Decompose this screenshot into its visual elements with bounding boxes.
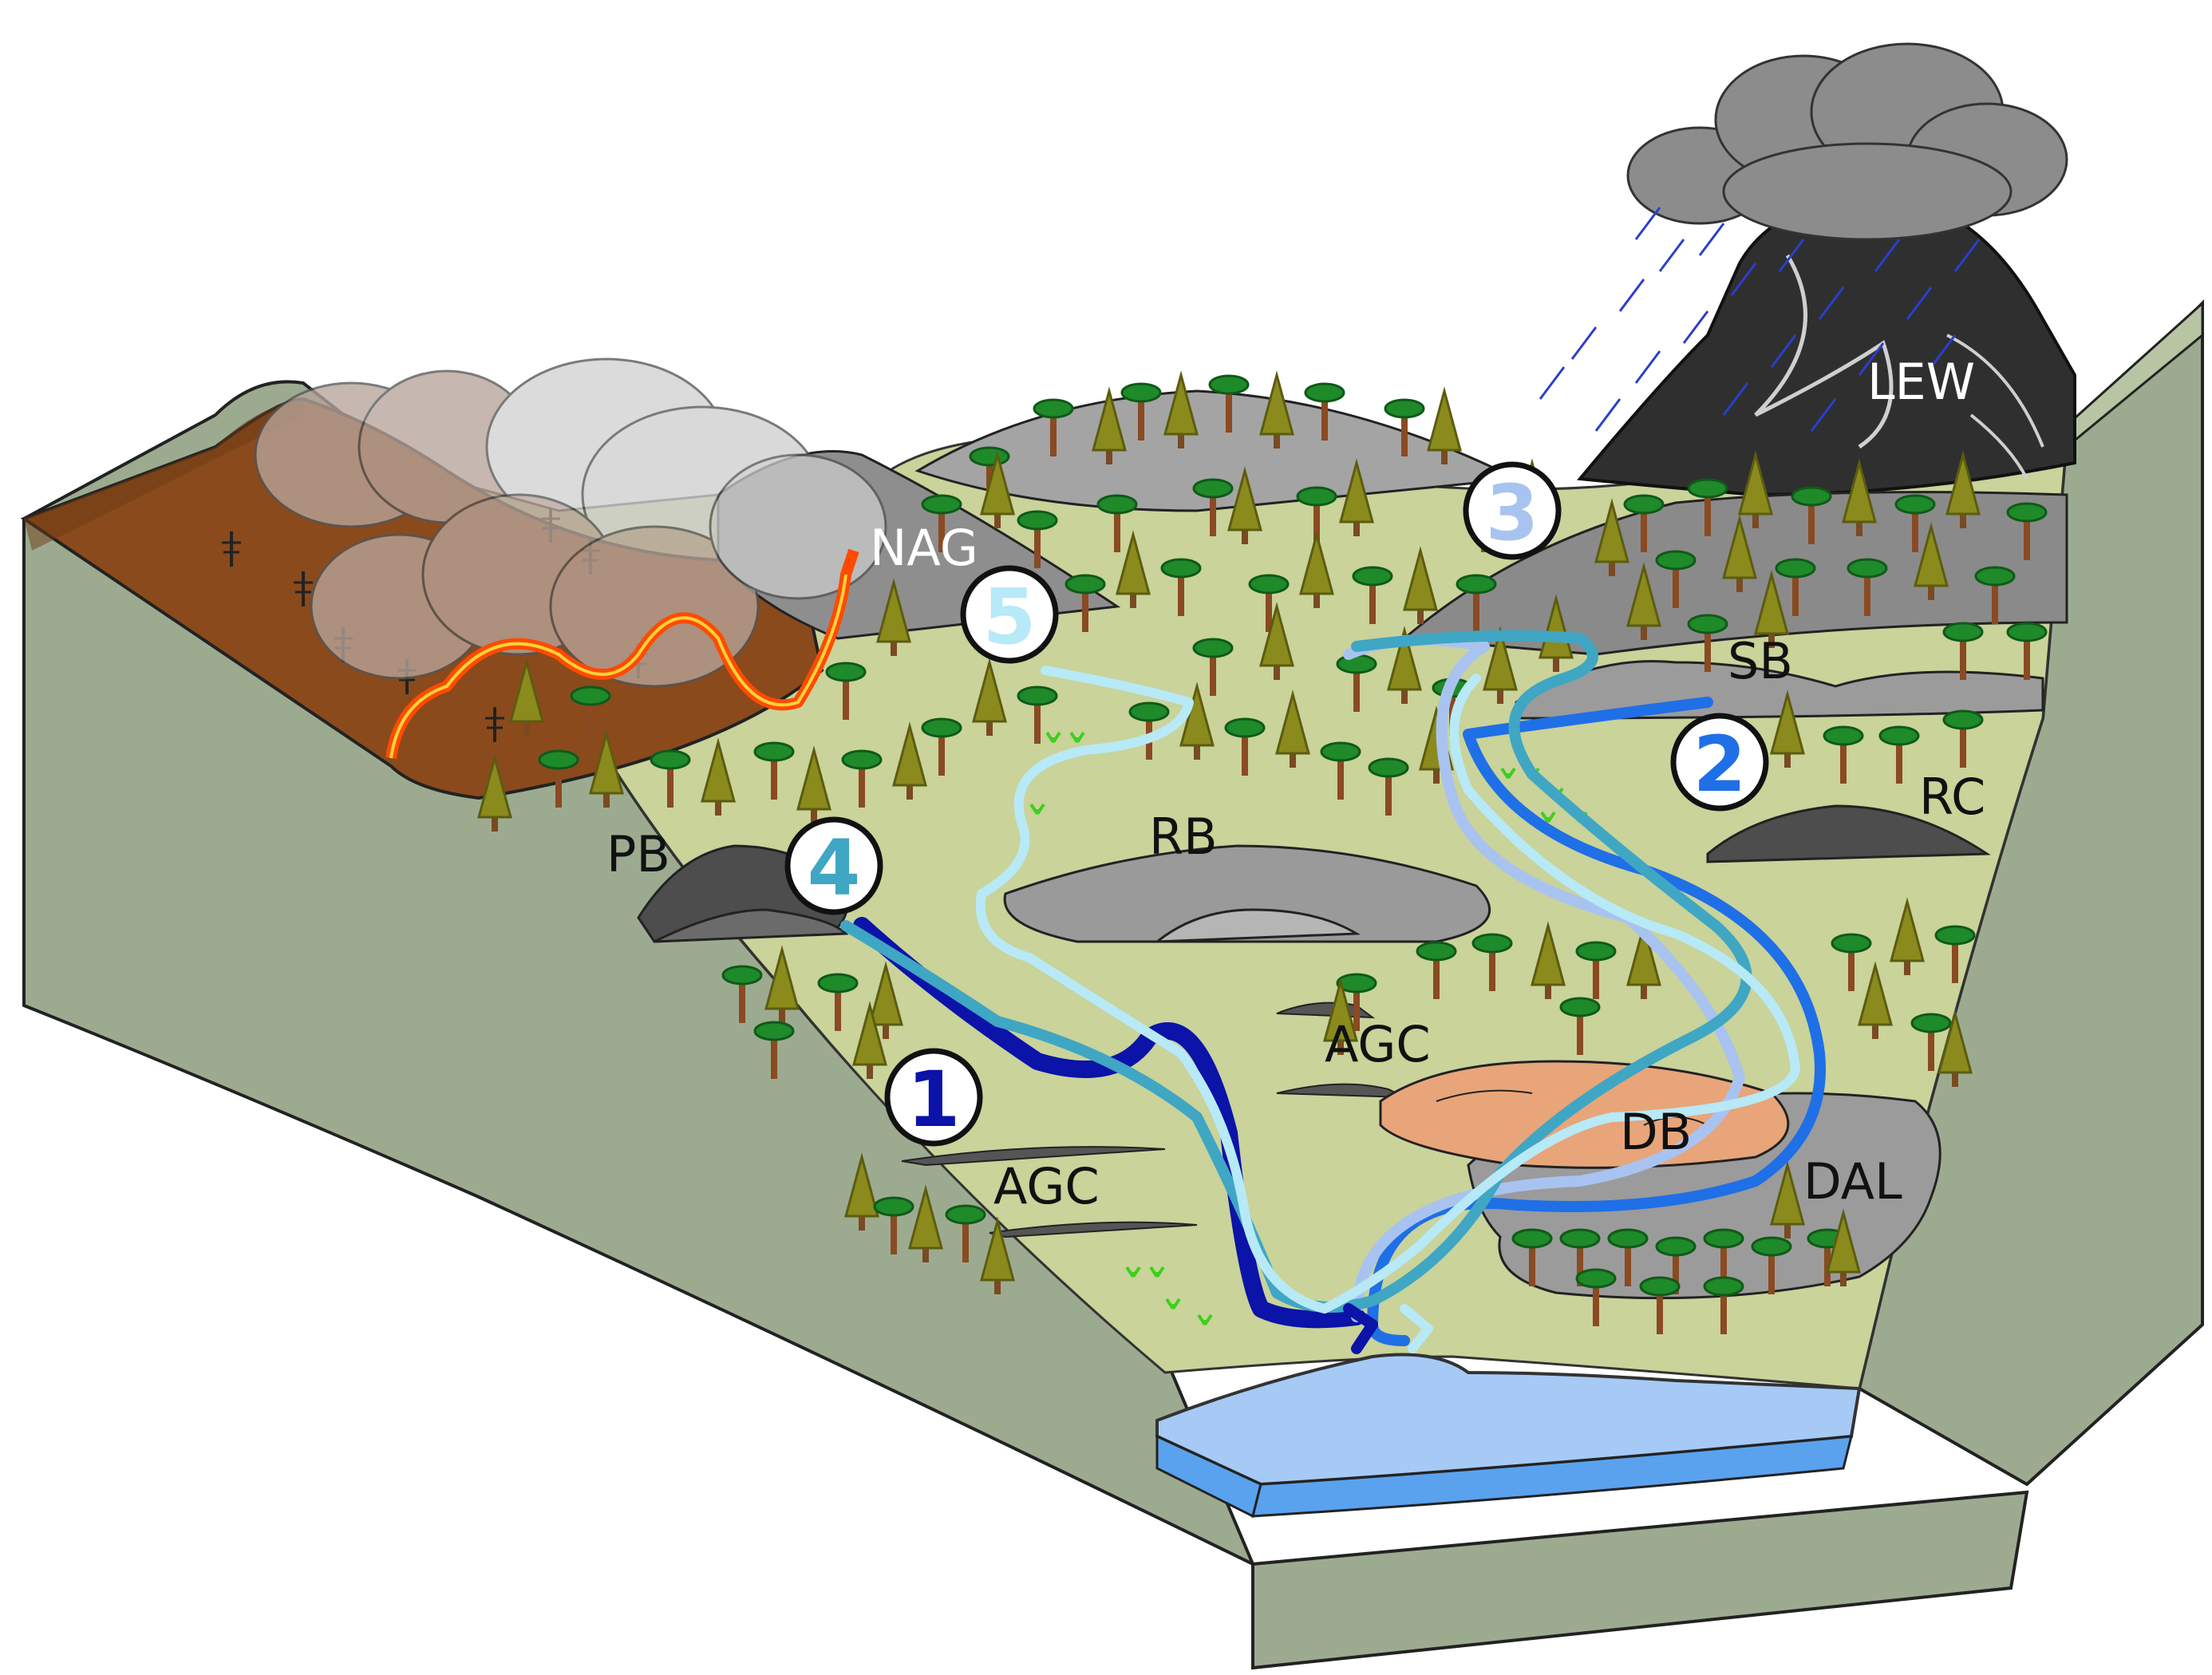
svg-text:3: 3 <box>1486 468 1539 558</box>
svg-text:2: 2 <box>1693 720 1747 809</box>
flow-path-3 <box>1343 634 1745 1322</box>
label-rb: RB <box>1149 808 1218 866</box>
label-pb: PB <box>606 825 670 883</box>
label-dal: DAL <box>1803 1152 1902 1211</box>
front-cross-section <box>1251 1490 2029 1670</box>
label-agc-lower: AGC <box>993 1157 1100 1215</box>
svg-text:4: 4 <box>808 824 861 913</box>
rain <box>1539 207 1981 432</box>
flow-path-1 <box>853 917 1365 1329</box>
flow-path-5 <box>975 666 1800 1314</box>
marker-2: 2 <box>1670 713 1769 812</box>
marker-5: 5 <box>960 565 1059 664</box>
flow-markers: 1 2 3 4 5 <box>784 461 1769 1147</box>
volcano <box>1577 197 2076 497</box>
label-sb: SB <box>1728 632 1793 690</box>
label-lew: LEW <box>1867 353 1975 411</box>
flow-paths <box>840 630 1826 1354</box>
svg-text:5: 5 <box>983 572 1037 662</box>
region-labels: NAG LEW SB RC PB RB AGC AGC DB DAL <box>606 353 1985 1215</box>
marker-3: 3 <box>1463 461 1562 560</box>
marker-1: 1 <box>884 1048 983 1147</box>
label-nag: NAG <box>870 519 978 577</box>
flow-path-4 <box>840 630 1752 1313</box>
svg-text:1: 1 <box>907 1055 961 1144</box>
smoke-cloud <box>254 358 887 688</box>
lake <box>1155 1353 1862 1519</box>
label-db: DB <box>1620 1103 1692 1161</box>
marker-4: 4 <box>784 816 883 915</box>
label-rc: RC <box>1919 768 1985 826</box>
label-agc-upper: AGC <box>1325 1015 1431 1073</box>
storm-cloud <box>1626 42 2068 241</box>
